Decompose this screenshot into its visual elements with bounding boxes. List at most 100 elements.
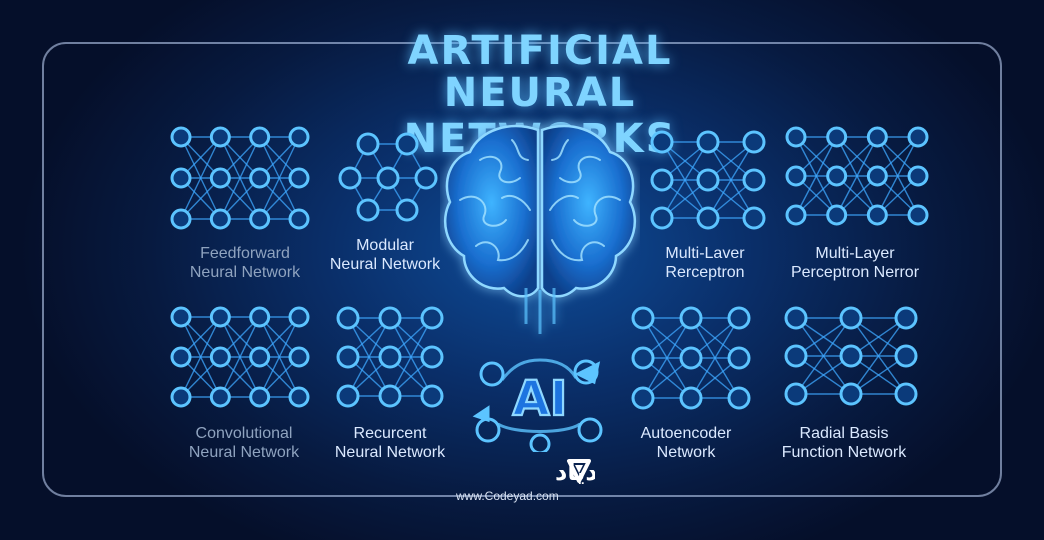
network-node (742, 130, 766, 154)
network-node (336, 306, 360, 330)
network-node (209, 386, 231, 408)
network-node (696, 130, 720, 154)
feedforward-network-diagram (170, 126, 310, 230)
network-node (249, 306, 271, 328)
network-node (839, 306, 863, 330)
network-node (420, 384, 444, 408)
network-node (839, 344, 863, 368)
network-connection (661, 141, 709, 219)
title-line-1: ARTIFICIAL (407, 28, 673, 74)
brand-url: www.Codeyad.com (456, 489, 559, 503)
network-connection (707, 141, 755, 219)
network-node (420, 306, 444, 330)
network-node (894, 306, 918, 330)
network-node (288, 167, 310, 189)
network-node (170, 346, 192, 368)
network-node (288, 126, 310, 148)
network-node (378, 306, 402, 330)
network-node (784, 382, 808, 406)
recurrent-network-diagram (336, 306, 444, 408)
network-node (696, 168, 720, 192)
network-node (395, 132, 419, 156)
network-node (866, 126, 888, 148)
network-node (894, 382, 918, 406)
network-node (631, 346, 655, 370)
network-node (170, 208, 192, 230)
network-node (679, 306, 703, 330)
network-node (209, 126, 231, 148)
convolutional-network-diagram (170, 306, 310, 408)
network-node (679, 386, 703, 410)
network-node (288, 208, 310, 230)
network-node (338, 166, 362, 190)
network-node (785, 204, 807, 226)
codeyad-logo: کدیاد (555, 458, 595, 486)
network-node (395, 198, 419, 222)
network-node (742, 206, 766, 230)
network-node (170, 386, 192, 408)
network-node (907, 204, 929, 226)
rbf-network-diagram (784, 306, 918, 406)
network-node (727, 306, 751, 330)
network-node (288, 346, 310, 368)
network-node (170, 167, 192, 189)
network-node (288, 306, 310, 328)
network-connection (259, 136, 300, 220)
network-connection (876, 136, 919, 216)
network-node (288, 386, 310, 408)
network-node (209, 208, 231, 230)
network-connection (642, 317, 692, 399)
network-node (209, 306, 231, 328)
network-node (866, 204, 888, 226)
mlp-network-diagram (650, 130, 766, 230)
network-node (209, 167, 231, 189)
network-connection (219, 316, 261, 398)
network-node (631, 386, 655, 410)
network-node (696, 206, 720, 230)
network-connection (219, 136, 261, 220)
network-node (209, 346, 231, 368)
network-node (356, 132, 380, 156)
network-node (785, 165, 807, 187)
codeyad-mark-icon (567, 459, 591, 483)
network-connection (389, 317, 433, 397)
network-node (249, 167, 271, 189)
ai-text: AI (512, 371, 567, 427)
network-node (170, 126, 192, 148)
network-connection (180, 136, 221, 220)
network-node (420, 345, 444, 369)
ai-chip-icon (472, 358, 603, 452)
network-node (839, 382, 863, 406)
network-node (356, 198, 380, 222)
network-connection (180, 316, 221, 398)
network-node (249, 346, 271, 368)
network-node (866, 165, 888, 187)
network-node (785, 126, 807, 148)
network-node (826, 126, 848, 148)
network-node (249, 386, 271, 408)
network-node (727, 346, 751, 370)
network-node (650, 130, 674, 154)
network-connection (836, 136, 878, 216)
network-node (650, 168, 674, 192)
network-node (826, 165, 848, 187)
network-node (907, 165, 929, 187)
brain-icon (443, 124, 637, 334)
network-node (650, 206, 674, 230)
frame-border (42, 42, 1002, 497)
network-node (784, 344, 808, 368)
network-node (249, 208, 271, 230)
network-node (336, 384, 360, 408)
network-node (727, 386, 751, 410)
network-node (907, 126, 929, 148)
modular-network-diagram (338, 132, 438, 222)
